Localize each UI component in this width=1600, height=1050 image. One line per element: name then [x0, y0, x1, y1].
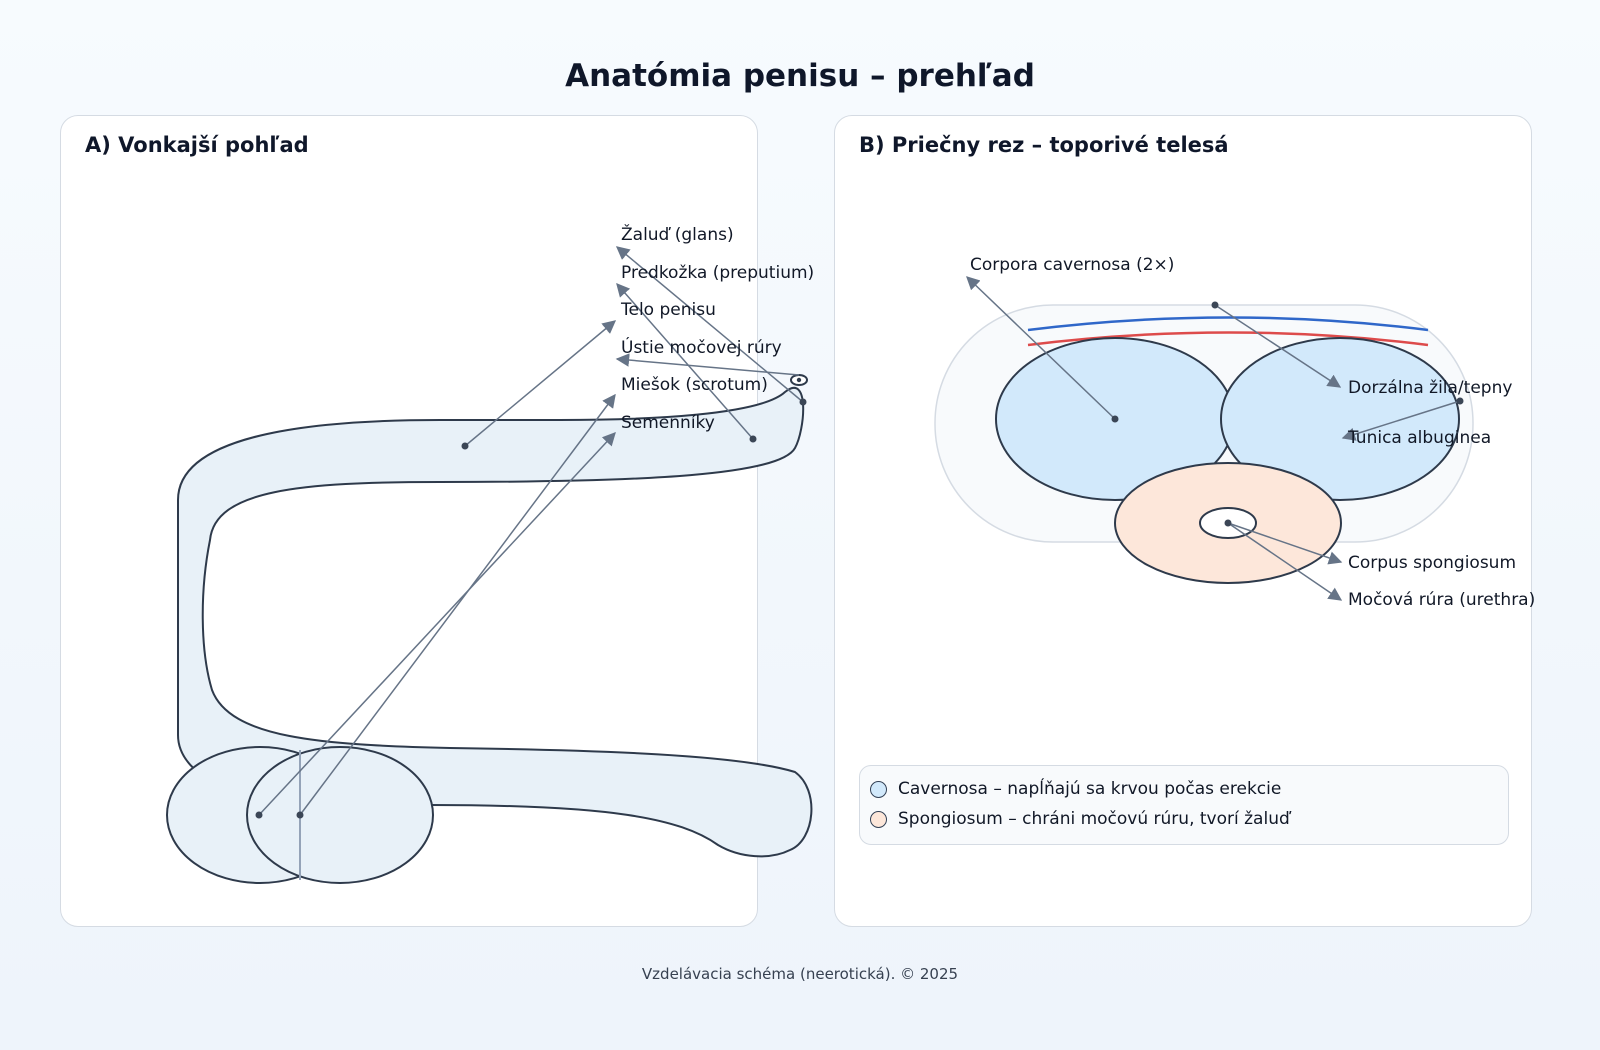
leader-tunica — [1341, 400, 1461, 441]
external-view-drawing — [166, 374, 813, 884]
panel-b-title: B) Priečny rez – toporivé telesá — [859, 133, 1229, 157]
label-spongiosum: Corpus spongiosum — [1348, 553, 1516, 573]
footer-note: Vzdelávacia schéma (neerotická). © 2025 — [641, 965, 959, 983]
leader-glans — [615, 246, 804, 403]
dorsal-vein — [1027, 316, 1429, 332]
label-urethra: Močová rúra (urethra) — [1348, 590, 1535, 610]
cross-section-leaders — [966, 276, 1461, 601]
external-view-anchor-dots — [255, 398, 807, 819]
legend-item-spongiosum: Spongiosum – chráni močovú rúru, tvorí ž… — [870, 809, 1290, 829]
cross-section-anchor-dots — [1111, 301, 1464, 527]
legend-swatch-spongiosum — [870, 810, 887, 828]
corpus-cavernosum-right — [1220, 337, 1460, 501]
dorsal-artery — [1027, 331, 1429, 347]
legend-swatch-cavernosa — [870, 780, 887, 798]
panel-a-title: A) Vonkajší pohľad — [85, 133, 309, 157]
leader-meatus — [615, 353, 800, 376]
leader-dorsal — [1214, 304, 1342, 388]
leader-scrotum — [299, 393, 616, 816]
label-meatus: Ústie močovej rúry — [621, 336, 782, 358]
legend-text-spongiosum: Spongiosum – chráni močovú rúru, tvorí ž… — [898, 809, 1290, 829]
leader-shaft — [464, 320, 617, 447]
leader-cavernosa — [966, 276, 1116, 420]
label-testes: Semenníky — [621, 413, 715, 433]
label-scrotum: Miešok (scrotum) — [621, 375, 768, 395]
label-shaft: Telo penisu — [620, 300, 716, 320]
cross-section-drawing — [934, 304, 1474, 584]
label-glans: Žaluď (glans) — [621, 223, 734, 245]
leader-testes — [258, 432, 616, 816]
legend-item-cavernosa: Cavernosa – napĺňajú sa krvou počas erek… — [870, 779, 1281, 799]
leader-foreskin — [616, 282, 754, 440]
legend-text-cavernosa: Cavernosa – napĺňajú sa krvou počas erek… — [898, 779, 1282, 799]
label-foreskin: Predkožka (preputium) — [621, 263, 814, 283]
leader-spongiosum — [1227, 522, 1343, 565]
label-tunica: Tunica albuginea — [1347, 428, 1491, 448]
testis-right — [246, 746, 434, 884]
external-view-leaders — [258, 246, 804, 816]
shaft-shape — [177, 387, 813, 858]
label-dorsal: Dorzálna žila/tepny — [1348, 378, 1512, 398]
leader-urethra — [1227, 522, 1343, 601]
label-cavernosa: Corpora cavernosa (2×) — [970, 255, 1174, 275]
legend: Cavernosa – napĺňajú sa krvou počas erek… — [859, 765, 1509, 845]
page-title: Anatómia penisu – prehľad — [565, 58, 1035, 94]
